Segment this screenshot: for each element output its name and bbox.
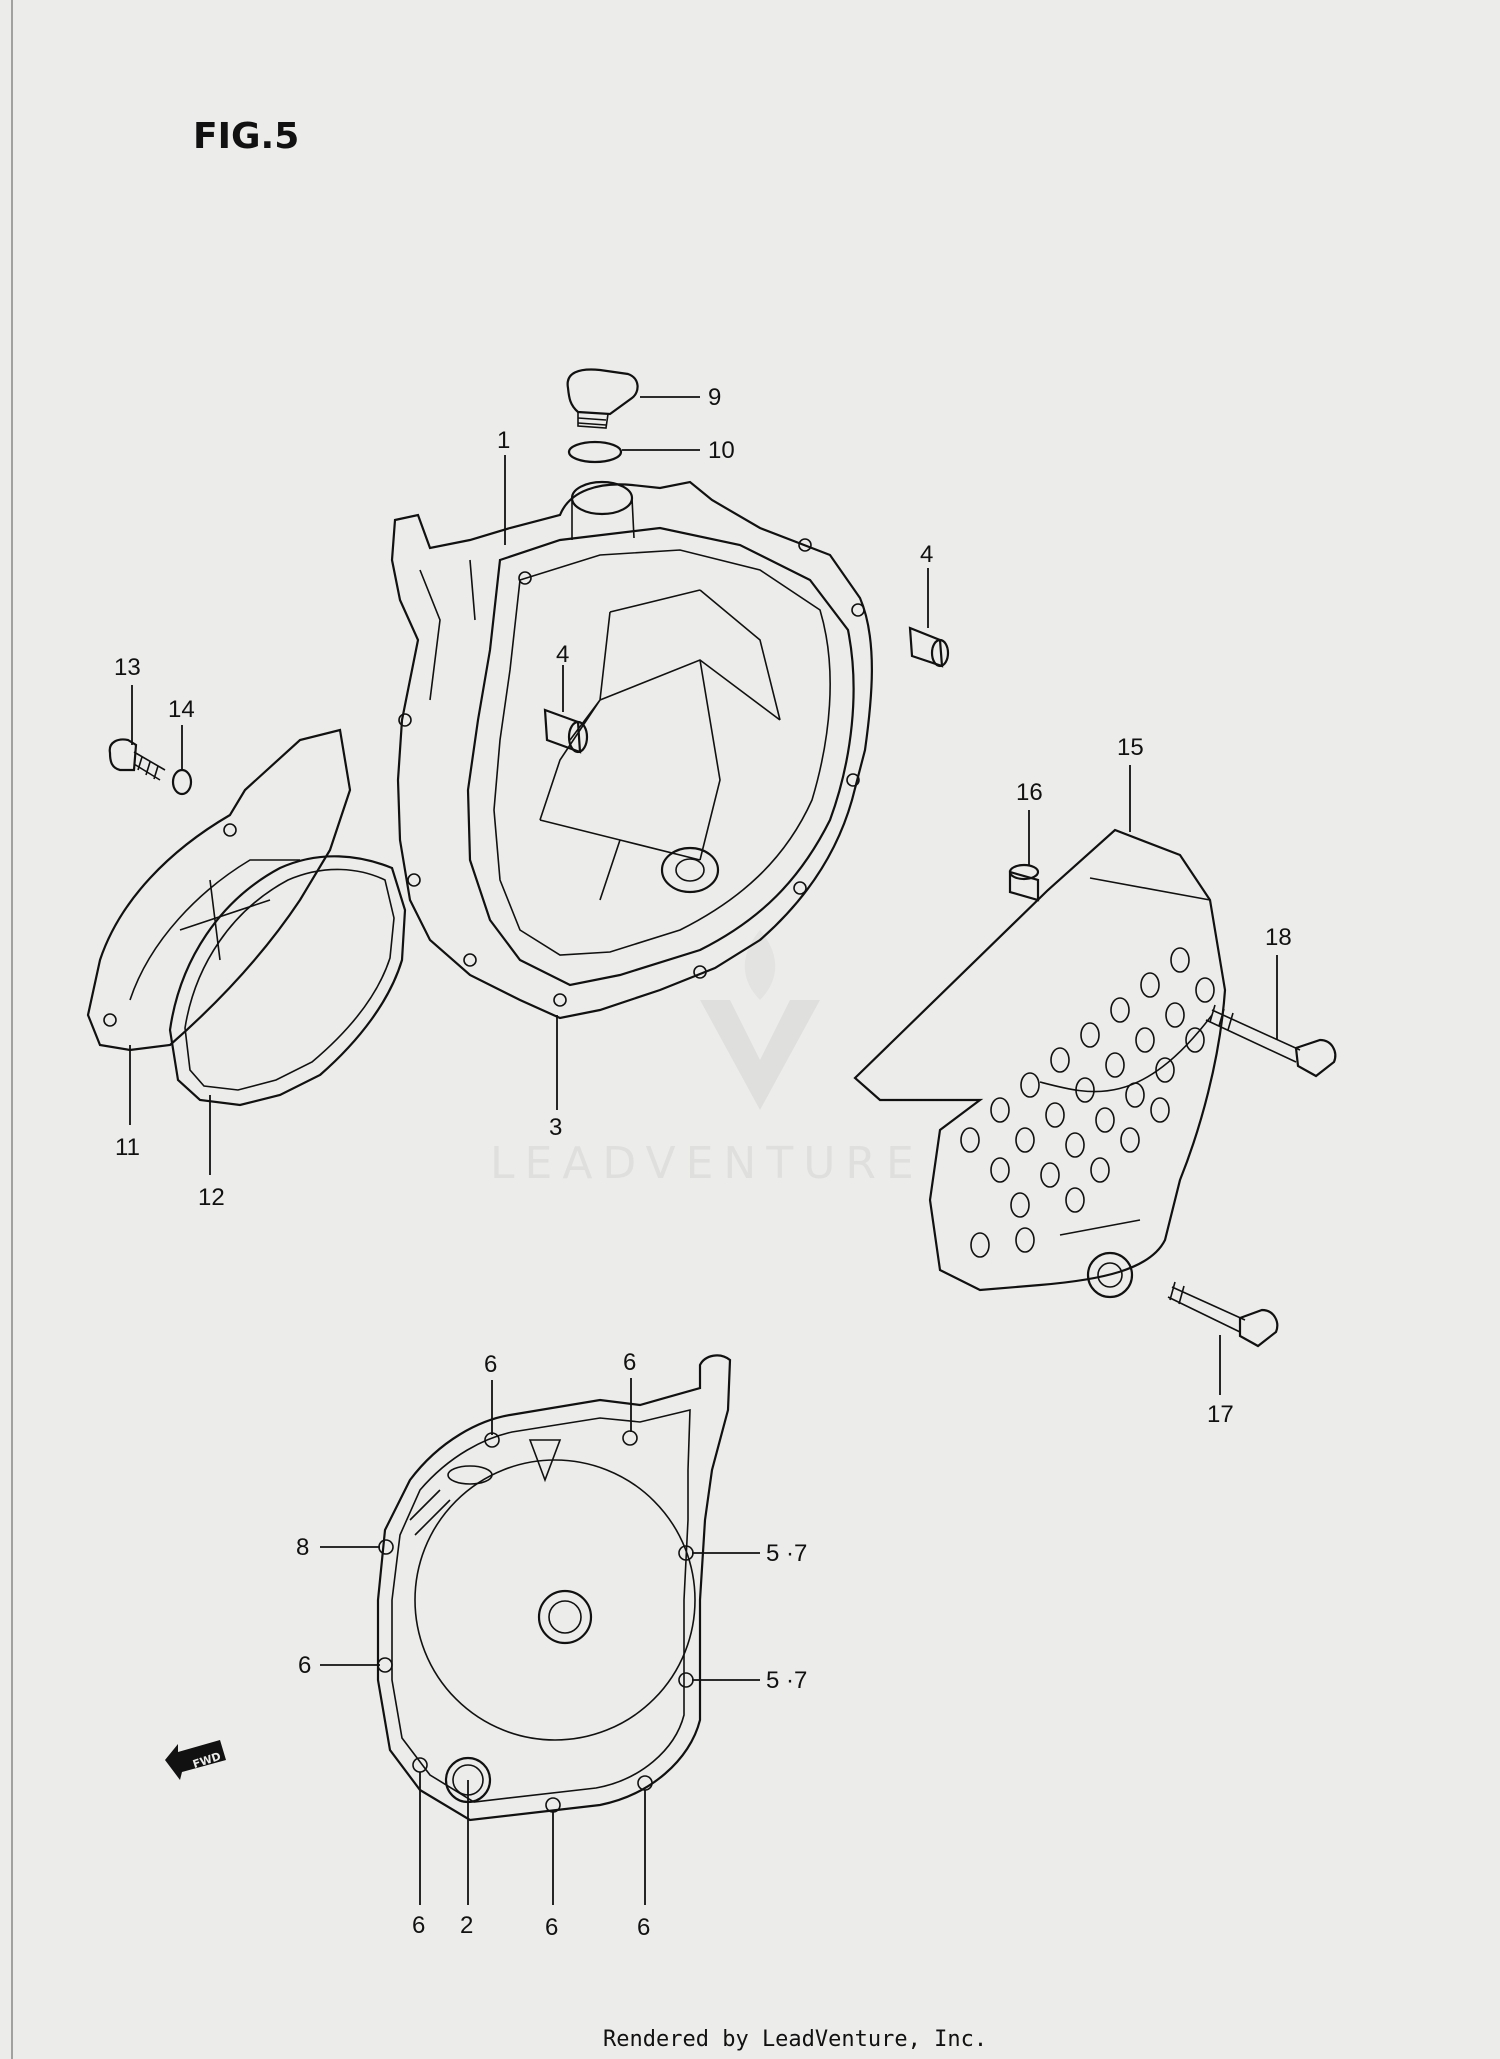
cover-guard [853, 828, 1227, 1299]
generator-gasket [168, 855, 407, 1107]
callout-3: 3 [549, 1114, 562, 1141]
callout-15: 15 [1117, 734, 1144, 761]
callouts: 9 10 1 4 4 3 13 14 11 12 15 16 18 17 6 6… [114, 384, 1292, 1941]
callout-6: 6 [545, 1914, 558, 1941]
callout-1: 1 [497, 427, 510, 454]
guard-holes [960, 947, 1215, 1258]
callout-4: 4 [920, 541, 933, 568]
callout-8: 8 [296, 1534, 309, 1561]
callout-16: 16 [1016, 779, 1043, 806]
callout-14: 14 [168, 696, 195, 723]
bolt-17 [1167, 1281, 1279, 1348]
callout-4: 4 [556, 641, 569, 668]
bolt-13 [108, 738, 166, 781]
washer-14 [171, 768, 193, 796]
callout-6: 6 [623, 1349, 636, 1376]
clutch-cover-housing [390, 480, 873, 1020]
callout-12: 12 [198, 1184, 225, 1211]
callout-6: 6 [484, 1351, 497, 1378]
callout-5-7: 5 ·7 [766, 1667, 807, 1694]
callout-10: 10 [708, 437, 735, 464]
figure-title: FIG.5 [193, 116, 299, 157]
watermark-logo: LEADVENTURE [490, 930, 924, 1189]
callout-11: 11 [115, 1134, 140, 1161]
callout-2: 2 [460, 1912, 473, 1939]
clutch-cover-outer [376, 1354, 732, 1822]
callout-6: 6 [637, 1914, 650, 1941]
footer-credit: Rendered by LeadVenture, Inc. [603, 2027, 987, 2052]
dowel-pin [543, 708, 589, 754]
collar-16 [1008, 863, 1040, 902]
o-ring [567, 440, 623, 464]
dowel-pin [908, 626, 950, 668]
bolt-18 [1205, 1004, 1337, 1078]
callout-6: 6 [298, 1652, 311, 1679]
callout-9: 9 [708, 384, 721, 411]
callout-17: 17 [1207, 1401, 1234, 1428]
callout-18: 18 [1265, 924, 1292, 951]
callout-5-7: 5 ·7 [766, 1540, 807, 1567]
watermark-text: LEADVENTURE [490, 1138, 924, 1189]
forward-arrow: FWD [165, 1740, 226, 1780]
leader-lines [129, 396, 1278, 1905]
oil-filler-cap [566, 368, 639, 429]
generator-cover [86, 728, 352, 1052]
callout-13: 13 [114, 654, 141, 681]
callout-6: 6 [412, 1912, 425, 1939]
